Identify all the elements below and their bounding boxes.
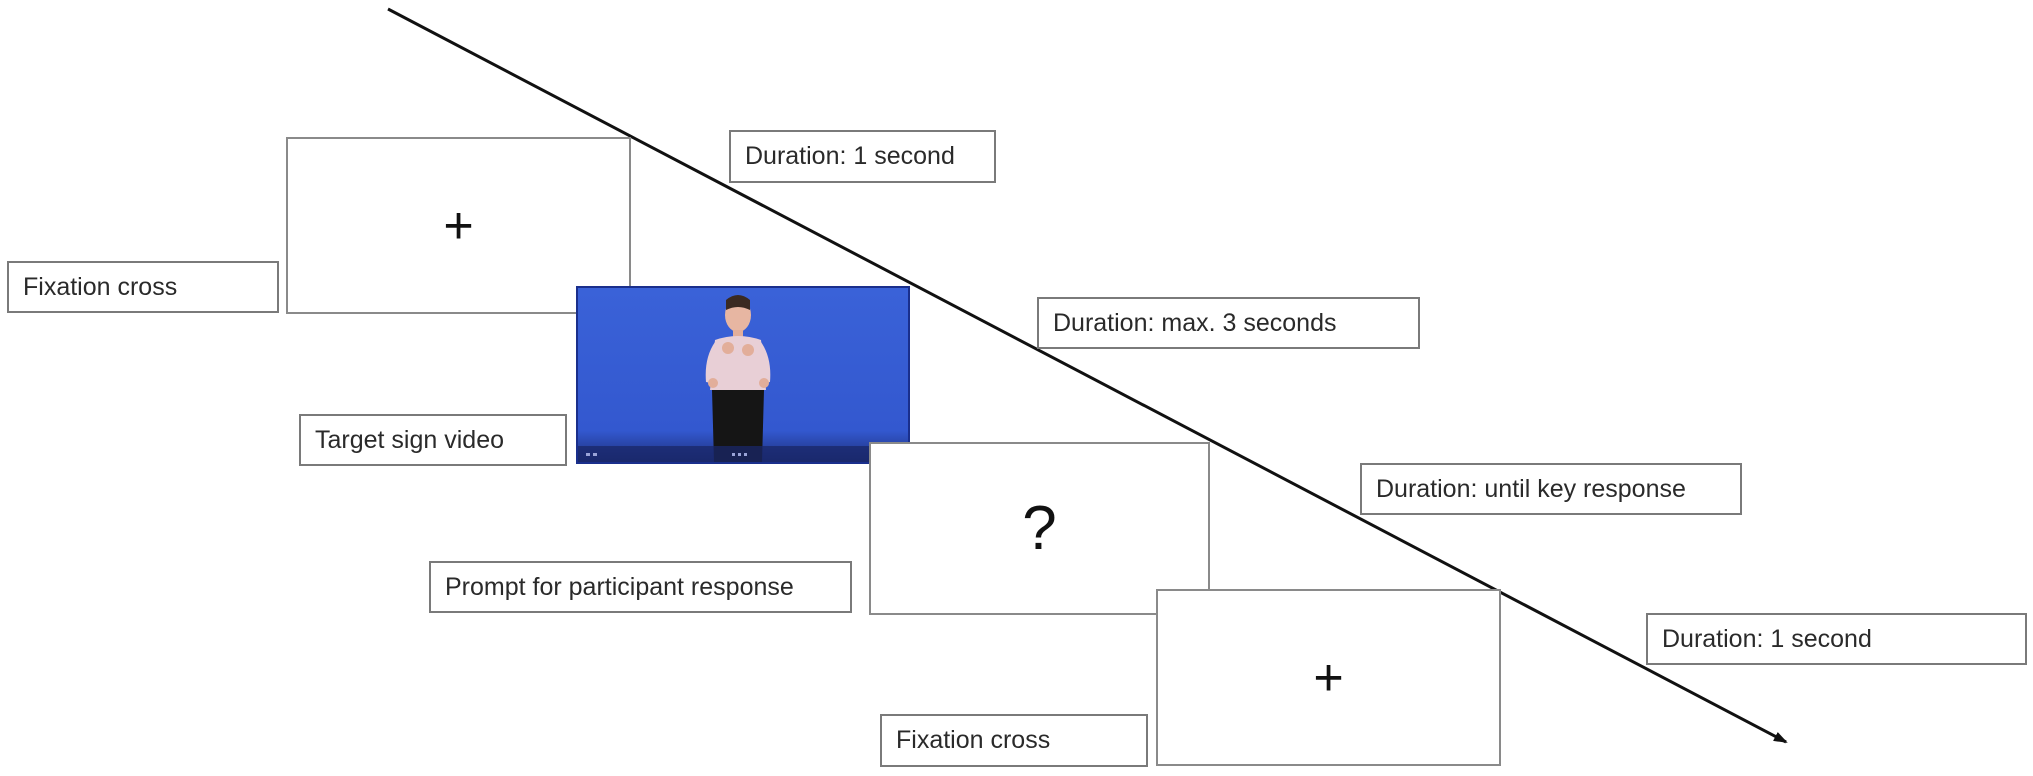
- fixation-cross-symbol-2: +: [1313, 648, 1344, 707]
- fixation-cross-symbol: +: [443, 196, 474, 255]
- duration-label-4: Duration: 1 second: [1646, 613, 2027, 665]
- step-label-prompt: Prompt for participant response: [429, 561, 852, 613]
- fixation-screen-1: +: [286, 137, 631, 314]
- timeline-line: [387, 7, 1788, 744]
- step-label-fixation-1: Fixation cross: [7, 261, 279, 313]
- fixation-screen-2: +: [1156, 589, 1501, 766]
- target-sign-video-frame: [576, 286, 910, 464]
- step-label-fixation-2: Fixation cross: [880, 714, 1148, 767]
- prompt-screen: ?: [869, 442, 1210, 615]
- duration-label-1: Duration: 1 second: [729, 130, 996, 183]
- signer-video-image: [578, 288, 908, 462]
- duration-label-3: Duration: until key response: [1360, 463, 1742, 515]
- duration-label-2: Duration: max. 3 seconds: [1037, 297, 1420, 349]
- step-label-target-sign-video: Target sign video: [299, 414, 567, 466]
- question-mark-symbol: ?: [1022, 493, 1057, 563]
